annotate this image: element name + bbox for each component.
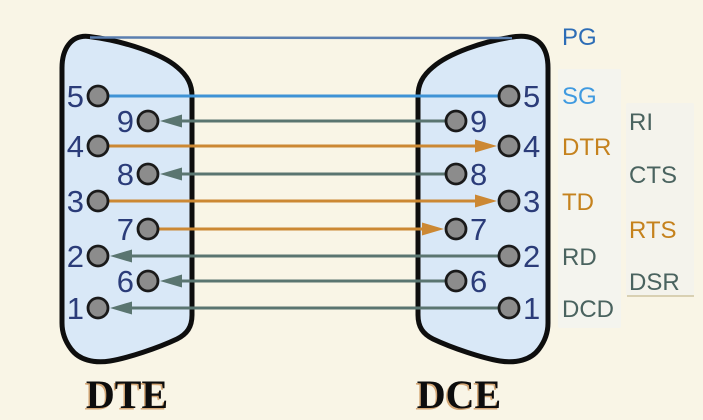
dte-caption: DTE <box>86 372 168 417</box>
rts-arrowhead-icon <box>422 222 444 236</box>
signal-labels-column1: PG SG DTR TD RD DCD <box>562 24 614 323</box>
dce-pin-2 <box>497 244 521 268</box>
dce-pin-number: 8 <box>470 157 487 192</box>
dce-pins: 5 9 4 8 3 7 2 6 1 <box>444 79 540 326</box>
dtr-arrowhead-icon <box>475 139 497 153</box>
signal-label-column1-chip <box>558 69 621 328</box>
cts-arrowhead-icon <box>160 167 182 181</box>
signal-labels-column2: RI CTS RTS DSR <box>629 109 680 296</box>
dcd-arrowhead-icon <box>110 301 132 315</box>
dte-pin-3 <box>86 189 110 213</box>
signal-label-column2-chip <box>626 103 694 296</box>
dte-pin-number: 5 <box>67 79 84 114</box>
dte-pin-5 <box>86 84 110 108</box>
dte-pin-9 <box>136 109 160 133</box>
dce-caption: DCE <box>417 372 501 417</box>
dte-pin-1 <box>86 296 110 320</box>
dte-pin-8 <box>136 162 160 186</box>
dce-pin-number: 9 <box>470 104 487 139</box>
dce-pin-number: 3 <box>523 184 540 219</box>
dte-pin-number: 9 <box>117 104 134 139</box>
dte-pin-number: 2 <box>67 239 84 274</box>
dce-pin-4 <box>497 134 521 158</box>
signal-label-sg: SG <box>562 83 597 110</box>
signal-label-rts: RTS <box>629 217 677 244</box>
signal-label-dtr: DTR <box>562 134 611 161</box>
dsr-arrowhead-icon <box>160 274 182 288</box>
signal-label-dcd: DCD <box>562 296 614 323</box>
signal-label-ri: RI <box>629 109 653 136</box>
signal-label-dsr: DSR <box>629 269 680 296</box>
dce-pin-number: 5 <box>523 79 540 114</box>
dte-pin-2 <box>86 244 110 268</box>
dce-pin-number: 2 <box>523 239 540 274</box>
dte-pin-number: 8 <box>117 157 134 192</box>
dte-pin-number: 4 <box>67 129 84 164</box>
dce-pin-3 <box>497 189 521 213</box>
dce-pin-number: 4 <box>523 129 540 164</box>
dce-pin-6 <box>444 269 468 293</box>
dte-pin-4 <box>86 134 110 158</box>
connector-captions: DTE DTE DCE DCE <box>84 372 501 419</box>
dte-pin-number: 7 <box>117 212 134 247</box>
dce-caption-shadow: DCE <box>415 374 499 419</box>
signal-label-td: TD <box>562 189 594 216</box>
dte-pin-number: 1 <box>67 291 84 326</box>
dte-pin-number: 3 <box>67 184 84 219</box>
signal-label-rd: RD <box>562 244 597 271</box>
wires <box>89 36 513 315</box>
td-arrowhead-icon <box>475 194 497 208</box>
wire-pg <box>89 36 513 40</box>
dce-pin-number: 6 <box>470 264 487 299</box>
dce-pin-1 <box>497 296 521 320</box>
dce-pin-9 <box>444 109 468 133</box>
dce-pin-8 <box>444 162 468 186</box>
signal-label-cts: CTS <box>629 162 677 189</box>
dte-pin-number: 6 <box>117 264 134 299</box>
dte-caption-shadow: DTE <box>84 374 166 419</box>
rd-arrowhead-icon <box>110 249 132 263</box>
dce-pin-number: 7 <box>470 212 487 247</box>
dte-pins: 5 9 4 8 3 7 2 6 1 <box>67 79 160 326</box>
dce-pin-5 <box>497 84 521 108</box>
dte-connector-shell <box>59 33 195 365</box>
dce-pin-7 <box>444 217 468 241</box>
dce-pin-number: 1 <box>523 291 540 326</box>
signal-label-pg: PG <box>562 24 597 51</box>
dte-pin-7 <box>136 217 160 241</box>
dte-pin-6 <box>136 269 160 293</box>
ri-arrowhead-icon <box>160 114 182 128</box>
